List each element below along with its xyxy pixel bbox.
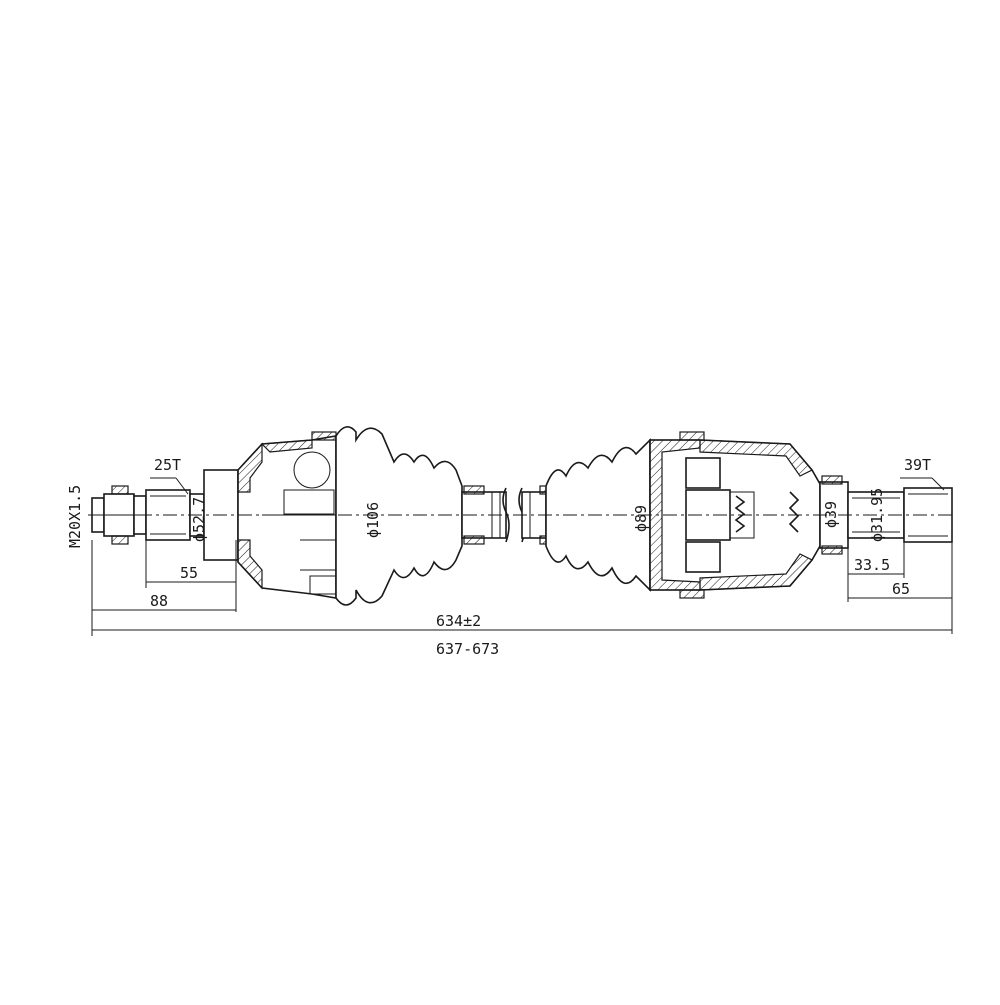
label-overall-length: 634±2 <box>436 612 481 630</box>
label-left-spline: 25T <box>154 456 181 474</box>
label-inner-joint-diameter: ϕ89 <box>632 505 650 532</box>
label-right-spline: 39T <box>904 456 931 474</box>
label-dim-88: 88 <box>150 592 168 610</box>
dimension-lines <box>91 540 953 636</box>
label-length-range: 637-673 <box>436 640 499 658</box>
label-dim-55: 55 <box>180 564 198 582</box>
label-right-seat-diameter: ϕ39 <box>822 501 840 528</box>
label-outer-joint-diameter: ϕ106 <box>364 502 382 538</box>
label-dim-33-5: 33.5 <box>854 556 890 574</box>
left-boot <box>335 426 463 606</box>
label-left-thread: M20X1.5 <box>66 485 84 548</box>
leader-lines <box>150 477 945 495</box>
label-left-seat-diameter: ϕ52.7 <box>190 497 208 542</box>
label-right-stub-diameter: ϕ31.95 <box>868 488 886 542</box>
label-dim-65: 65 <box>892 580 910 598</box>
